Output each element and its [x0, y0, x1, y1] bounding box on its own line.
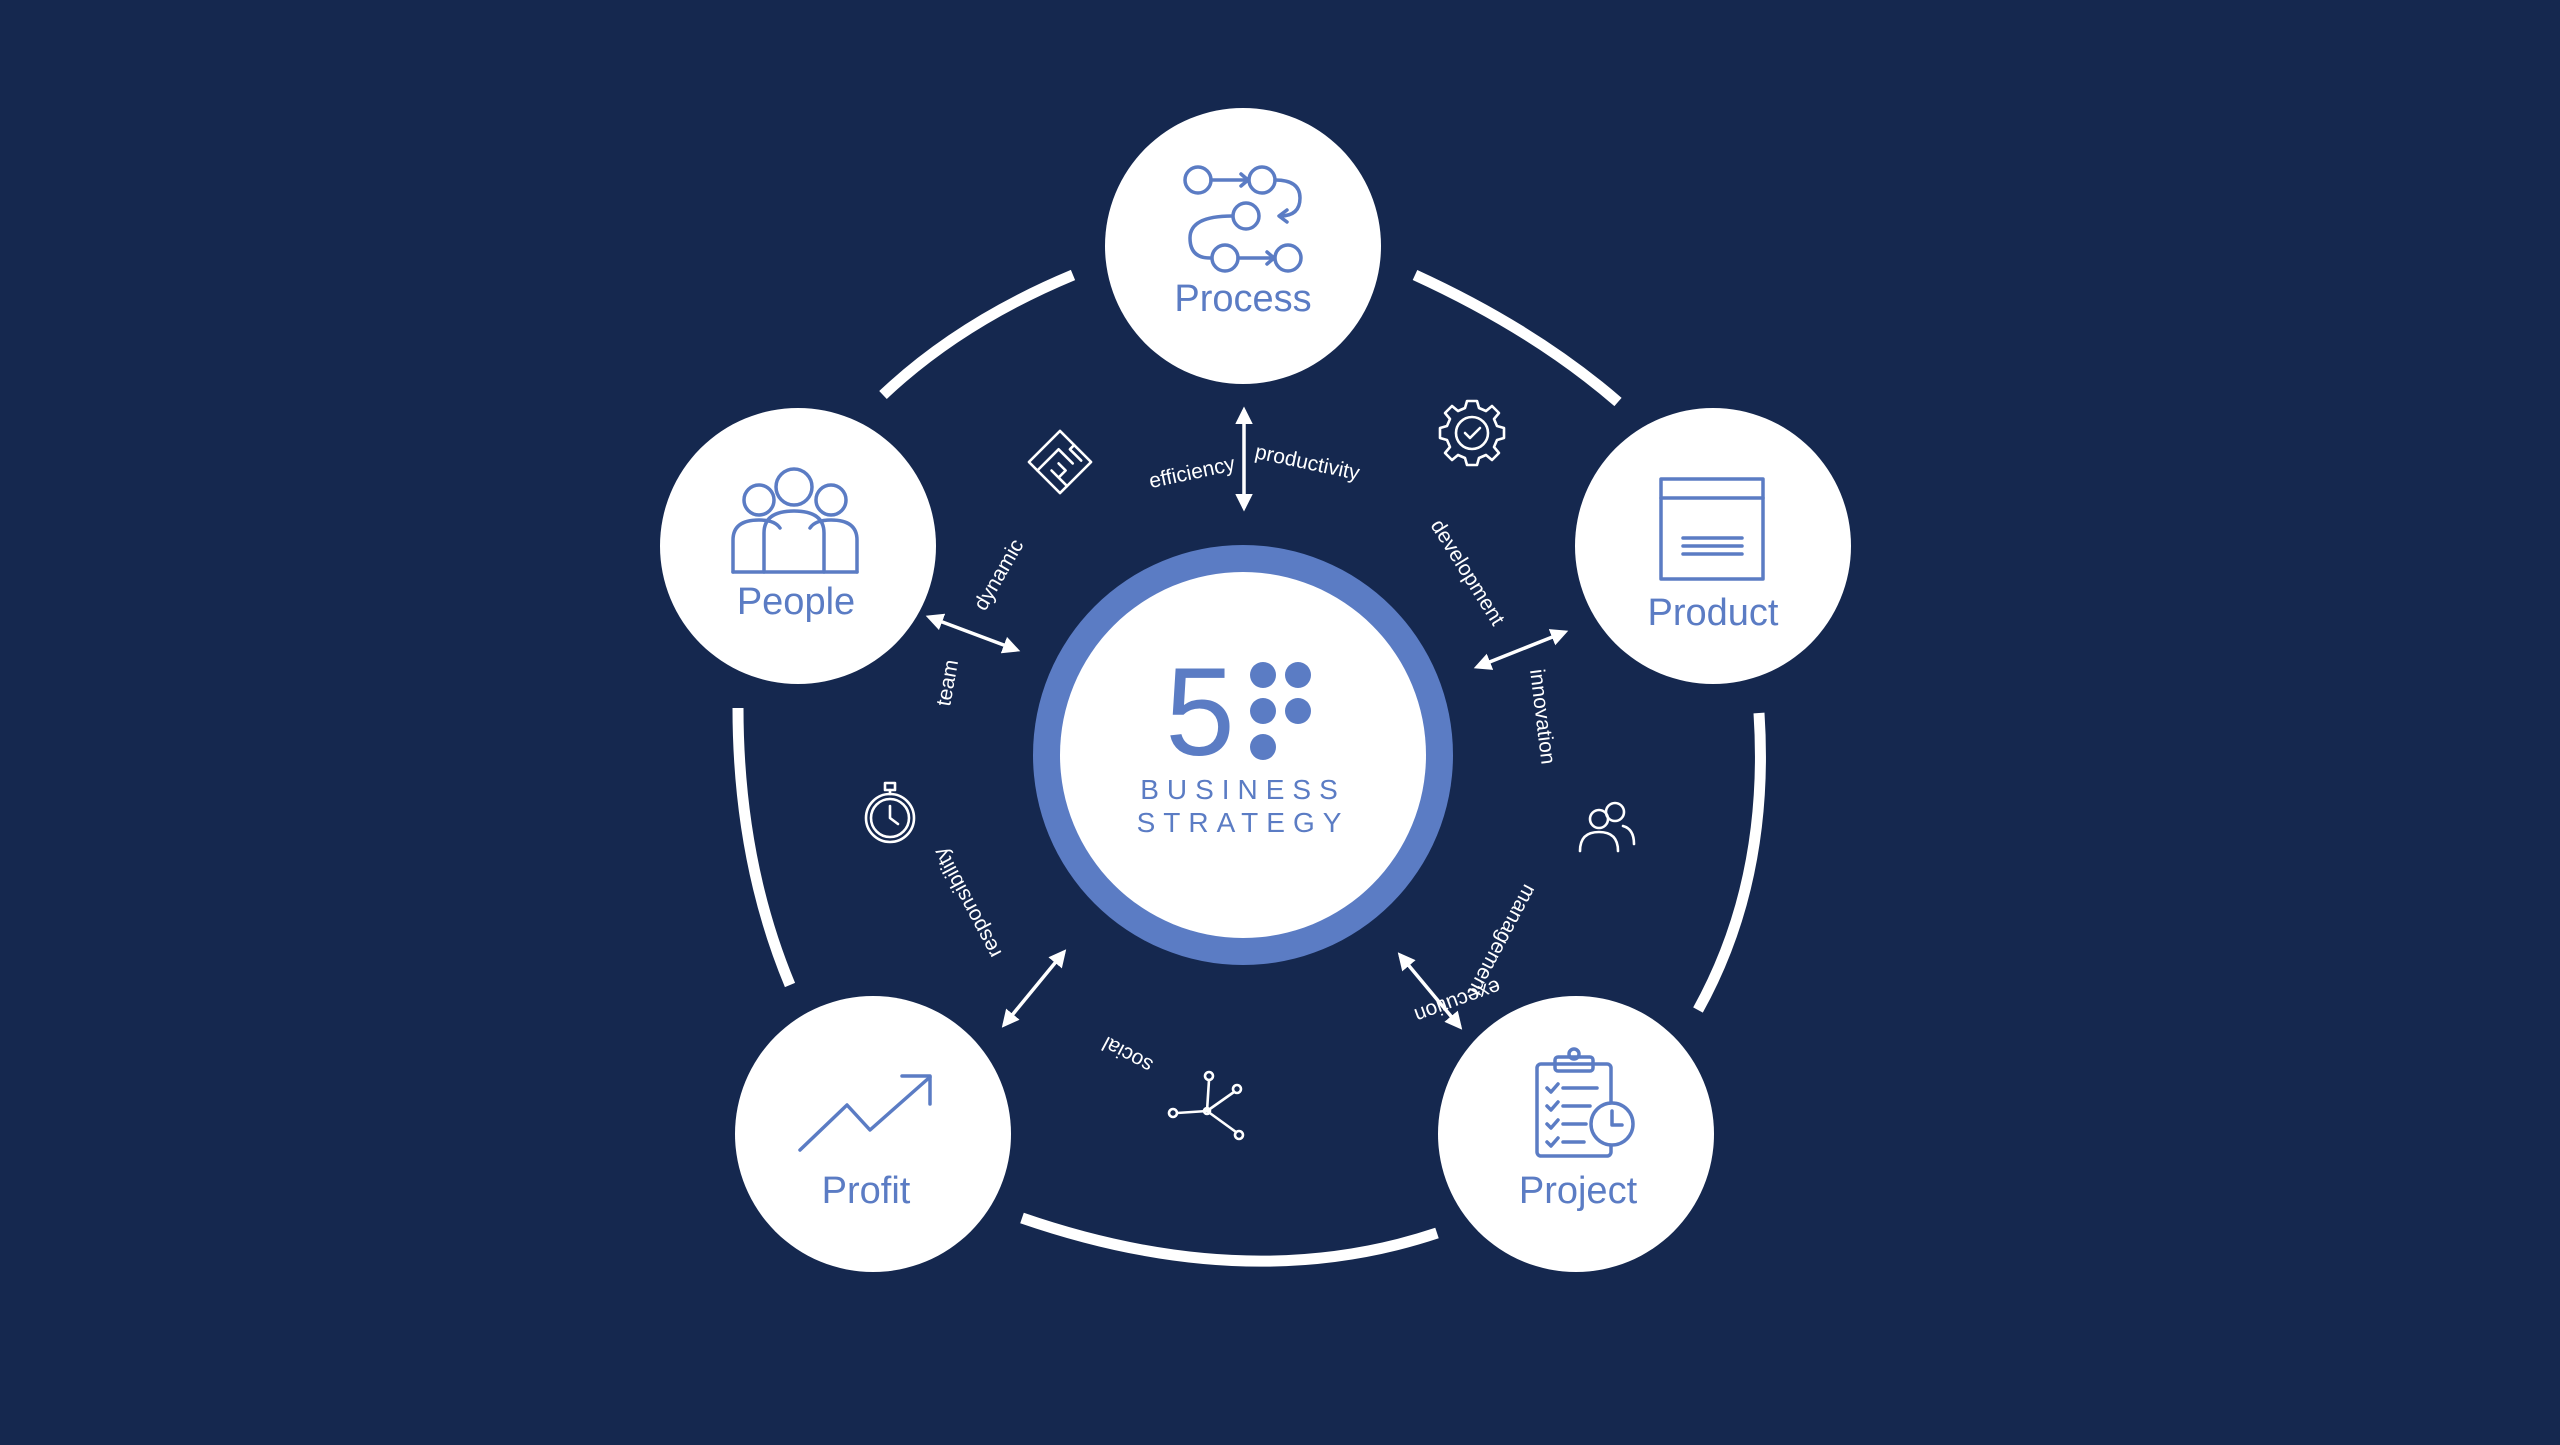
gear-check-icon	[1438, 399, 1506, 467]
node-product-label: Product	[1648, 592, 1779, 634]
outer-ring	[732, 269, 1766, 1267]
clipboard-checklist-clock-icon	[1535, 1047, 1635, 1158]
outer-ring-arc-profit-people	[732, 707, 796, 988]
node-product[interactable]: Product	[1575, 408, 1851, 684]
outer-ring-arc-process-product	[1412, 270, 1622, 407]
node-project-disc	[1438, 996, 1714, 1272]
network-icon	[1167, 1070, 1245, 1141]
center-disc	[1060, 572, 1426, 938]
label-efficiency: efficiency	[1147, 452, 1238, 493]
center-dots-icon	[1250, 662, 1311, 760]
center-title-line1: BUSINESS	[1140, 774, 1346, 805]
center-number: 5	[1165, 643, 1235, 782]
node-profit[interactable]: Profit	[735, 996, 1011, 1272]
trend-up-arrow-icon	[798, 1074, 932, 1152]
connector-arrows	[925, 406, 1569, 1030]
node-project-label: Project	[1519, 1170, 1638, 1212]
outer-ring-arc-product-project	[1693, 712, 1766, 1013]
arrow-people	[925, 613, 1021, 654]
group-people-icon	[731, 467, 859, 574]
label-development: development	[1426, 515, 1509, 629]
label-responsibility: responsibility	[929, 843, 1007, 961]
outer-ring-arc-project-profit	[1020, 1212, 1439, 1267]
product-window-icon	[1659, 477, 1765, 581]
center-title-line2: STRATEGY	[1137, 807, 1350, 838]
label-productivity: productivity	[1253, 440, 1362, 485]
process-flow-icon	[1183, 165, 1303, 273]
node-profit-disc	[735, 996, 1011, 1272]
outer-ring-arc-people-process	[879, 269, 1076, 399]
center-badge: Business Strategy Powered By Technology …	[1033, 545, 1453, 965]
label-innovation: innovation	[1525, 668, 1559, 766]
label-management: management	[1463, 881, 1541, 1000]
users-icon	[1578, 801, 1636, 853]
arrow-profit	[1001, 949, 1067, 1028]
node-people-disc	[660, 408, 936, 684]
label-team: team	[932, 658, 963, 708]
node-people-label: People	[737, 581, 855, 623]
maze-icon	[1027, 429, 1093, 495]
node-people[interactable]: People	[660, 408, 936, 684]
arrow-product	[1473, 629, 1569, 670]
label-execution: execution	[1411, 975, 1503, 1027]
stopwatch-icon	[864, 781, 916, 844]
node-profit-label: Profit	[822, 1170, 911, 1212]
label-dynamic: dynamic	[969, 535, 1028, 614]
node-process[interactable]: Process	[1105, 108, 1381, 384]
node-process-disc	[1105, 108, 1381, 384]
node-project[interactable]: Project	[1438, 996, 1714, 1272]
node-process-label: Process	[1174, 278, 1311, 320]
label-social: social	[1099, 1032, 1157, 1078]
arrow-project	[1397, 952, 1463, 1030]
